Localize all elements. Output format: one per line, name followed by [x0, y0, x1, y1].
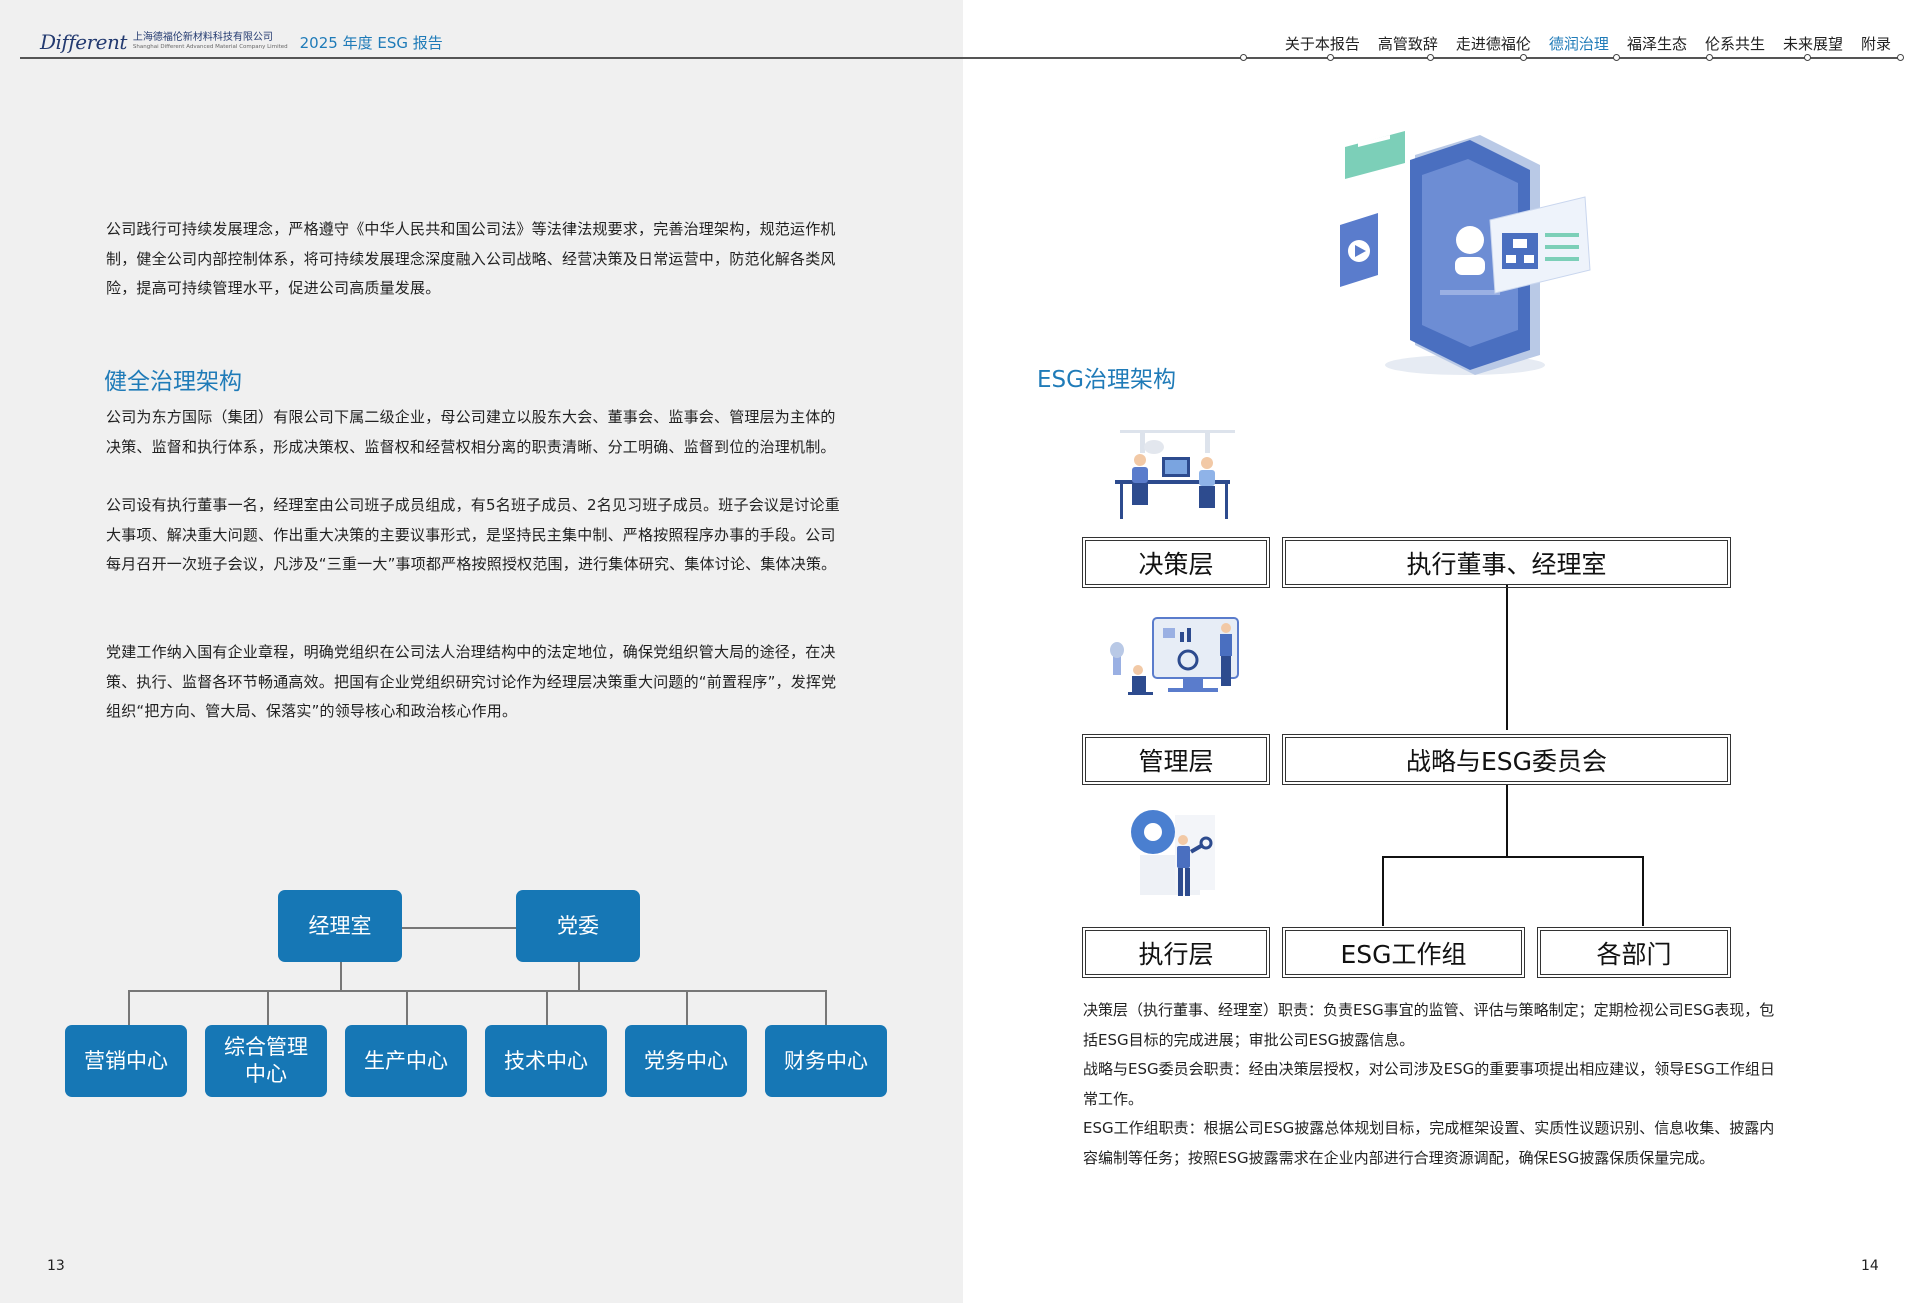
header-rule-left — [20, 57, 963, 59]
esg-body-executive-director: 执行董事、经理室 — [1282, 537, 1731, 588]
nav-item-appendix[interactable]: 附录 — [1860, 35, 1891, 53]
nav-item-company[interactable]: 走进德福伦 — [1455, 35, 1531, 53]
section-title-governance: 健全治理架构 — [104, 369, 242, 395]
esg-level-execution: 执行层 — [1082, 927, 1270, 978]
nav-divider-dot — [1427, 54, 1434, 61]
esg-level-management: 管理层 — [1082, 734, 1270, 785]
esg-body-working-group: ESG工作组 — [1282, 927, 1525, 978]
report-title: 2025 年度 ESG 报告 — [299, 33, 443, 52]
nav-divider-dot — [1804, 54, 1811, 61]
nav-item-outlook[interactable]: 未来展望 — [1782, 35, 1843, 53]
org-connector — [406, 990, 408, 1025]
esg-body-strategy-esg-committee: 战略与ESG委员会 — [1282, 734, 1731, 785]
esg-connector — [1642, 856, 1644, 926]
org-box-manager-office: 经理室 — [278, 890, 402, 962]
org-connector — [128, 990, 825, 992]
org-box-party-committee: 党委 — [516, 890, 640, 962]
governance-paragraph-1: 公司为东方国际（集团）有限公司下属二级企业，母公司建立以股东大会、董事会、监事会… — [106, 408, 836, 456]
governance-paragraph-2: 公司设有执行董事一名，经理室由公司班子成员组成，有5名班子成员、2名见习班子成员… — [106, 496, 840, 573]
company-name-cn: 上海德福伦新材料科技有限公司 — [132, 32, 273, 44]
org-connector — [340, 962, 342, 990]
nav-divider-dot — [1706, 54, 1713, 61]
nav-item-environment[interactable]: 福泽生态 — [1626, 35, 1687, 53]
page-number-right: 14 — [1861, 1258, 1879, 1274]
governance-paragraph-3: 党建工作纳入国有企业章程，明确党组织在公司法人治理结构中的法定地位，确保党组织管… — [106, 643, 837, 720]
org-connector — [128, 990, 130, 1025]
nav-divider-dot — [1897, 54, 1904, 61]
logo-mark: Different — [40, 30, 127, 54]
nav-item-governance[interactable]: 德润治理 — [1548, 35, 1609, 53]
org-box-technology-center: 技术中心 — [485, 1025, 607, 1097]
org-box-admin-center: 综合管理中心 — [205, 1025, 327, 1097]
team-meeting-illustration — [1115, 430, 1235, 519]
page-number-left: 13 — [47, 1258, 65, 1274]
esg-connector — [1506, 562, 1508, 730]
esg-connector — [1506, 785, 1508, 857]
org-box-finance-center: 财务中心 — [765, 1025, 887, 1097]
org-connector — [402, 927, 518, 929]
intro-paragraph: 公司践行可持续发展理念，严格遵守《中华人民共和国公司法》等法律法规要求，完善治理… — [106, 220, 836, 297]
company-logo: Different 上海德福伦新材料科技有限公司 Shanghai Differ… — [40, 30, 443, 54]
esg-desc-committee: 战略与ESG委员会职责：经由决策层授权，对公司涉及ESG的重要事项提出相应建议，… — [1083, 1060, 1775, 1108]
section-title-esg-governance: ESG治理架构 — [1037, 367, 1176, 393]
esg-desc-decision-layer: 决策层（执行董事、经理室）职责：负责ESG事宜的监管、评估与策略制定；定期检视公… — [1083, 1001, 1775, 1049]
esg-connector — [1382, 856, 1644, 858]
nav-item-about[interactable]: 关于本报告 — [1284, 35, 1360, 53]
company-name-en: Shanghai Different Advanced Material Com… — [132, 44, 288, 51]
digital-governance-illustration — [1340, 131, 1591, 375]
esg-level-decision: 决策层 — [1082, 537, 1270, 588]
dashboard-review-illustration — [1110, 617, 1239, 695]
nav-divider-dot — [1520, 54, 1527, 61]
operations-gear-illustration — [1131, 810, 1215, 896]
nav-divider-dot — [1327, 54, 1334, 61]
nav-item-executive-message[interactable]: 高管致辞 — [1377, 35, 1438, 53]
esg-connector — [1382, 856, 1384, 926]
esg-desc-working-group: ESG工作组职责：根据公司ESG披露总体规划目标，完成框架设置、实质性议题识别、… — [1083, 1119, 1775, 1167]
top-nav: 关于本报告 高管致辞 走进德福伦 德润治理 福泽生态 伦系共生 未来展望 附录 — [1276, 33, 1900, 54]
org-connector — [825, 990, 827, 1025]
org-box-party-affairs-center: 党务中心 — [625, 1025, 747, 1097]
org-connector — [546, 990, 548, 1025]
org-box-production-center: 生产中心 — [345, 1025, 467, 1097]
nav-item-social[interactable]: 伦系共生 — [1704, 35, 1765, 53]
org-connector — [267, 990, 269, 1025]
org-connector — [578, 962, 580, 990]
org-box-marketing-center: 营销中心 — [65, 1025, 187, 1097]
esg-body-departments: 各部门 — [1537, 927, 1731, 978]
org-connector — [686, 990, 688, 1025]
nav-divider-dot — [1240, 54, 1247, 61]
nav-divider-dot — [1613, 54, 1620, 61]
